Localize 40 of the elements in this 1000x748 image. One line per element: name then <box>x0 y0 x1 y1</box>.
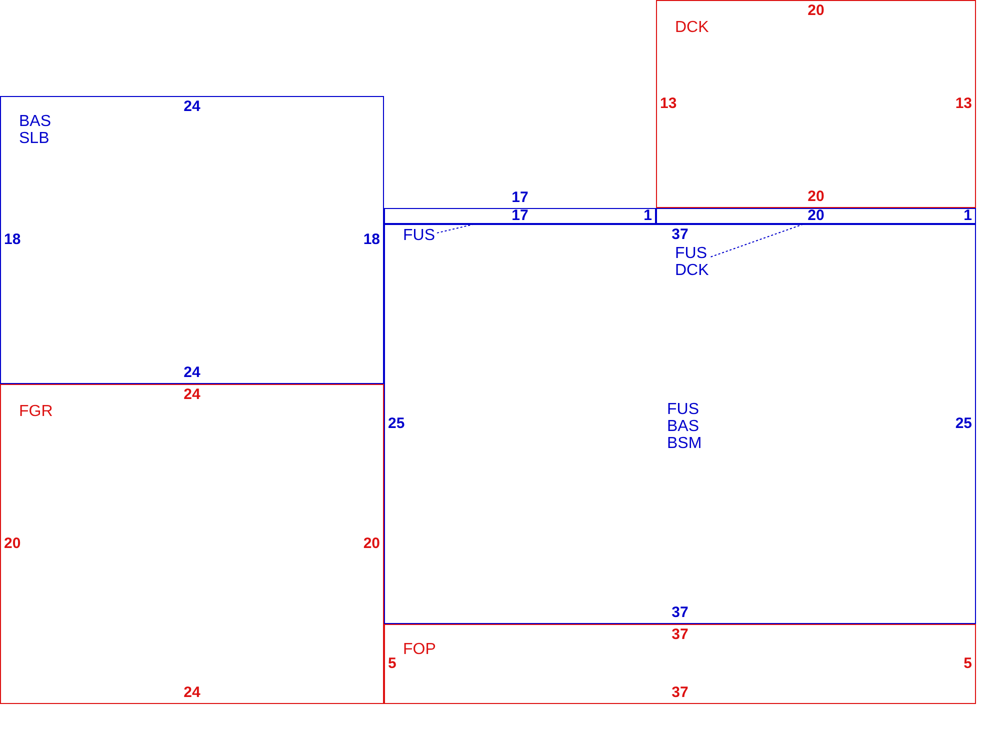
dimension-label: 24 <box>184 100 200 114</box>
dimension-label: 13 <box>955 97 972 111</box>
zone-code: FGR <box>19 403 53 420</box>
zone-code: FUS BAS BSM <box>667 401 702 452</box>
dimension-label: 37 <box>672 686 688 700</box>
dimension-label: 37 <box>672 606 688 620</box>
dimension-label: 5 <box>964 657 972 671</box>
dimension-label: 17 <box>512 191 528 205</box>
zone-code: FOP <box>403 641 436 658</box>
zone-box <box>0 96 384 384</box>
dimension-label: 25 <box>388 417 405 431</box>
zone-code: DCK <box>675 19 709 36</box>
dimension-label: 5 <box>388 657 396 671</box>
dimension-label: 20 <box>808 4 824 18</box>
dimension-label: 18 <box>363 233 380 247</box>
dimension-label: 17 <box>512 209 528 223</box>
zone-code-label: FUS DCK <box>675 245 709 279</box>
dimension-label: 20 <box>808 190 824 204</box>
dimension-label: 37 <box>672 628 688 642</box>
dimension-label: 20 <box>363 537 380 551</box>
dimension-label: 25 <box>955 417 972 431</box>
dimension-label: 24 <box>184 366 200 380</box>
zone-code-label: FUS <box>403 227 435 244</box>
leader-line <box>710 224 804 258</box>
dimension-label: 20 <box>808 209 824 223</box>
dimension-label: 20 <box>4 537 21 551</box>
zone-code: BAS SLB <box>19 113 52 147</box>
zone-box <box>656 208 976 224</box>
leader-line <box>436 224 476 234</box>
dimension-label: 37 <box>672 228 688 242</box>
zone-box <box>656 0 976 208</box>
zone-box <box>384 224 976 624</box>
dimension-label: 18 <box>4 233 21 247</box>
dimension-label: 13 <box>660 97 677 111</box>
dimension-label: 1 <box>644 209 652 223</box>
dimension-label: 24 <box>184 686 200 700</box>
dimension-label: 24 <box>184 388 200 402</box>
zone-box <box>0 384 384 704</box>
zone-box <box>384 624 976 704</box>
dimension-label: 1 <box>964 209 972 223</box>
